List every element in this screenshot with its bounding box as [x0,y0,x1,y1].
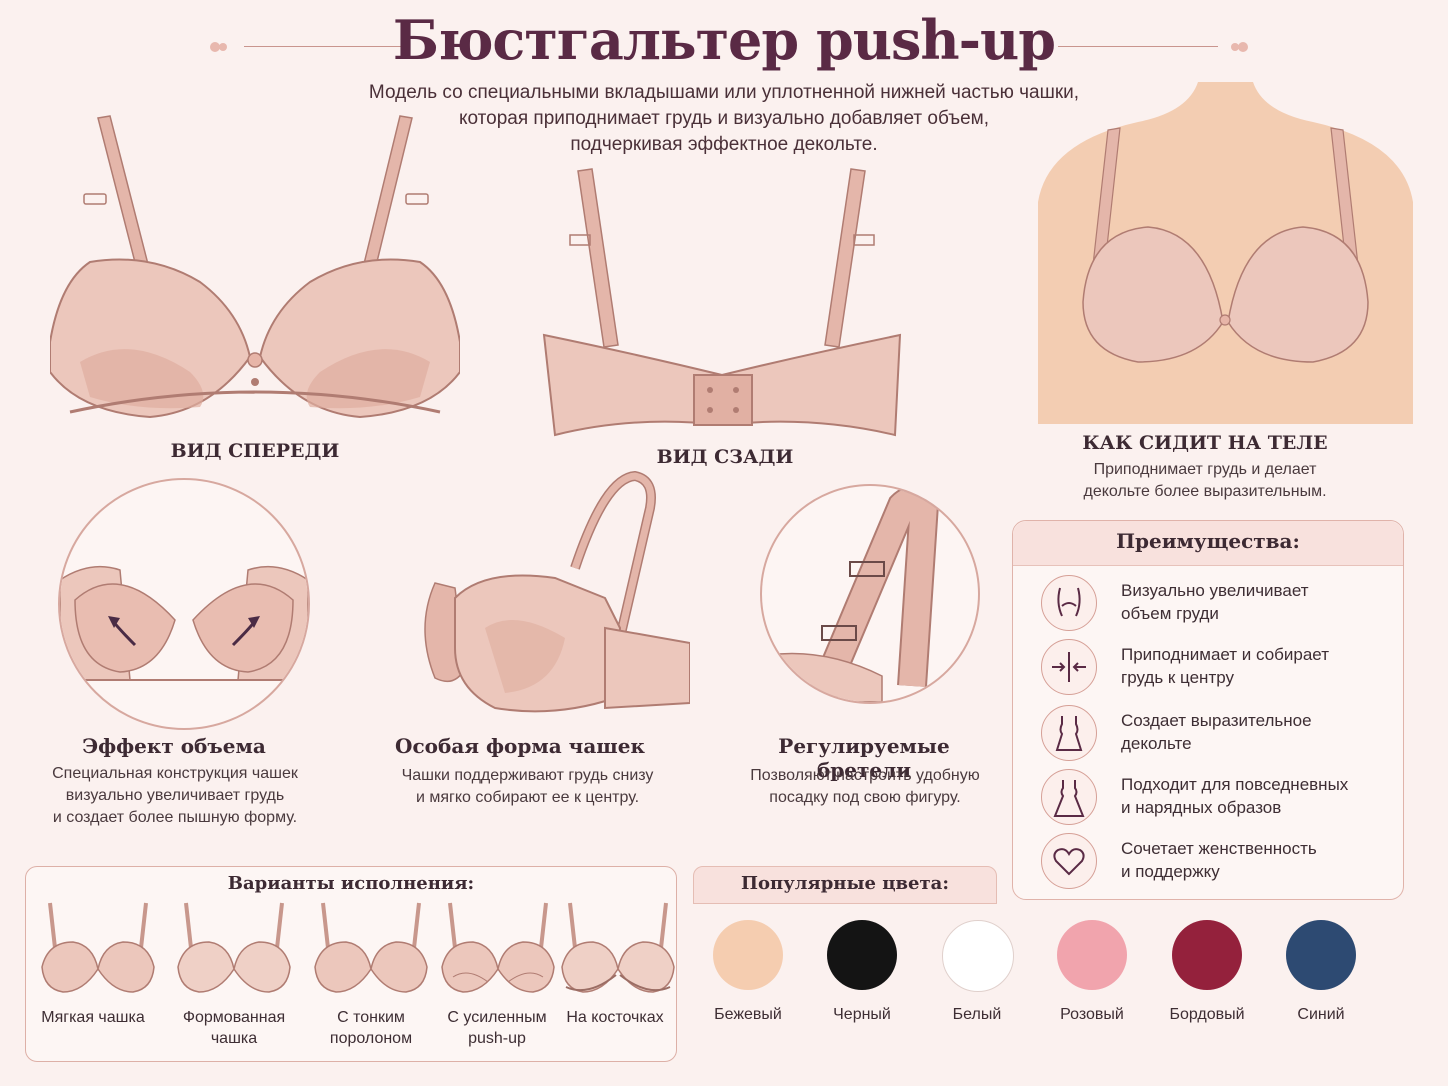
advantage-text-line: Сочетает женственность [1121,839,1317,858]
subtitle: Модель со специальными вкладышами или уп… [300,80,1148,158]
subtitle-line: Модель со специальными вкладышами или уп… [368,82,1080,103]
colors-header: Популярные цвета: [693,866,997,904]
advantage-text: Создает выразительное декольте [1121,709,1391,755]
subtitle-line: подчеркивая эффектное декольте. [570,134,878,155]
variant-soft-cup-illustration [38,897,158,1002]
feature-text-line: и мягко собирают ее к центру. [415,789,640,806]
advantage-text-line: объем груди [1121,604,1219,623]
advantage-item: Создает выразительное декольте [1013,701,1403,763]
center-arrows-icon [1041,639,1097,695]
advantage-text: Подходит для повседневных и нарядных обр… [1121,773,1391,819]
advantage-item: Сочетает женственность и поддержку [1013,829,1403,891]
front-view-illustration [49,112,461,432]
ornament-left-icon [208,40,230,54]
feature-title: Особая форма чашек [395,734,645,758]
variants-title: Варианты исполнения: [227,873,475,894]
variant-label-line: push-up [468,1030,526,1047]
color-label: Бордовый [1169,1006,1245,1023]
variant-label-line: С усиленным [447,1009,547,1026]
variant-label-line: С тонким [337,1009,405,1026]
advantage-text-line: декольте [1121,734,1192,753]
volume-icon [1041,575,1097,631]
variant-extra-pushup-illustration [438,897,558,1002]
variant-label-line: Мягкая чашка [41,1009,145,1026]
title-rule-right [1058,46,1218,47]
advantage-text: Визуально увеличивает объем груди [1121,579,1391,625]
page-title: Бюстгальтер push-up [392,8,1056,72]
advantage-item: Визуально увеличивает объем груди [1013,571,1403,633]
color-swatch [1286,920,1356,990]
variant-label-line: Формованная [182,1009,286,1026]
advantage-text-line: грудь к центру [1121,668,1234,687]
dress-icon [1041,705,1097,761]
advantages-panel: Преимущества: Визуально увеличивает объе… [1012,520,1404,900]
variant-label: Мягкая чашка [28,1007,158,1028]
feature-text-line: и создает более пышную форму. [52,809,298,826]
feature-text-line: Позволяют настроить удобную [750,767,980,784]
advantage-item: Подходит для повседневных и нарядных обр… [1013,765,1403,827]
color-swatch [827,920,897,990]
evening-dress-icon [1041,769,1097,825]
subtitle-line: которая приподнимает грудь и визуально д… [459,108,989,129]
feature-text-line: Чашки поддерживают грудь снизу [401,767,654,784]
color-swatch [1057,920,1127,990]
variant-molded-cup-illustration [174,897,294,1002]
feature-title: Эффект объема [82,734,266,758]
variant-label-line: поролоном [329,1030,413,1047]
color-label: Синий [1297,1006,1345,1023]
on-body-text: Приподнимает грудь и делает декольте бол… [1050,459,1360,503]
variant-label-line: На косточках [566,1009,664,1026]
back-view-illustration [540,165,905,445]
feature-text: Позволяют настроить удобную посадку под … [720,765,1010,809]
advantage-text-line: и поддержку [1121,862,1220,881]
color-label: Бежевый [714,1006,782,1023]
on-body-illustration [1038,82,1413,424]
variants-panel: Варианты исполнения: Мягкая чашка Формов… [25,866,677,1062]
color-label: Белый [952,1006,1002,1023]
advantage-item: Приподнимает и собирает грудь к центру [1013,635,1403,697]
feature-title: Регулируемые бретели [778,734,950,782]
variant-label: С тонким поролоном [306,1007,436,1049]
advantage-text: Приподнимает и собирает грудь к центру [1121,643,1391,689]
feature-text-line: посадку под свою фигуру. [769,789,961,806]
feature-text: Специальная конструкция чашек визуально … [20,763,330,829]
advantages-header [1013,521,1403,566]
advantage-text-line: и нарядных образов [1121,798,1282,817]
variant-label: С усиленным push-up [432,1007,562,1049]
advantage-text-line: Приподнимает и собирает [1121,645,1329,664]
ornament-right-icon [1228,40,1250,54]
variant-label: На косточках [550,1007,680,1028]
on-body-caption: КАК СИДИТ НА ТЕЛЕ [1082,432,1328,454]
colors-title: Популярные цвета: [741,873,949,894]
color-label: Черный [833,1006,891,1023]
volume-effect-illustration [58,478,310,730]
color-swatch [1172,920,1242,990]
heart-icon [1041,833,1097,889]
cup-shape-illustration [405,468,691,723]
advantage-text: Сочетает женственность и поддержку [1121,837,1391,883]
color-label: Розовый [1060,1006,1124,1023]
color-swatch [942,920,1014,992]
front-view-caption: ВИД СПЕРЕДИ [170,440,340,462]
title-rule-left [244,46,404,47]
advantage-text-line: Подходит для повседневных [1121,775,1349,794]
feature-text-line: визуально увеличивает грудь [65,787,285,804]
advantage-text-line: Создает выразительное [1121,711,1312,730]
variant-thin-padding-illustration [311,897,431,1002]
on-body-text-line: Приподнимает грудь и делает [1093,461,1317,478]
variant-label-line: чашка [210,1030,258,1047]
on-body-text-line: декольте более выразительным. [1083,483,1327,500]
feature-text-line: Специальная конструкция чашек [52,765,298,782]
color-swatch [713,920,783,990]
back-view-caption: ВИД СЗАДИ [656,446,794,468]
variant-label: Формованная чашка [169,1007,299,1049]
adjustable-strap-illustration [760,484,980,704]
advantage-text-line: Визуально увеличивает [1121,581,1309,600]
feature-text: Чашки поддерживают грудь снизу и мягко с… [370,765,685,809]
advantages-title: Преимущества: [1116,529,1300,553]
variant-underwire-illustration [558,897,678,1002]
